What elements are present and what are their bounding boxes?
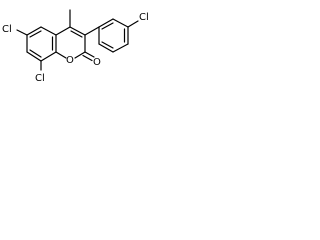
bond-o1-c8a (55, 51, 67, 59)
bond-c6-cl (16, 29, 28, 36)
double-bond-c7-c8 (29, 49, 42, 58)
chemical-structure-diagram: Cl Cl Cl O O (2, 9, 149, 84)
bond-ph5-ph6 (98, 43, 114, 53)
atom-cl-8: Cl (35, 73, 45, 84)
structure-canvas: Cl Cl Cl O O (0, 0, 175, 98)
bond-ph1-ph2 (98, 18, 114, 28)
bond-c5-c6 (26, 26, 42, 36)
double-bond-ph1-ph2 (101, 22, 114, 30)
bond-c2-o1 (74, 51, 86, 59)
bond-c4a-c5 (40, 26, 57, 36)
benzo-ring (26, 26, 57, 62)
substituent-bonds (16, 9, 100, 71)
atom-cl-6: Cl (2, 24, 12, 35)
bond-c4a-c4 (55, 26, 71, 36)
double-bond-c3-c4 (70, 30, 83, 38)
bond-c7-c8 (26, 51, 42, 62)
atom-o-ring: O (66, 55, 74, 66)
bond-ph2-ph3 (112, 18, 129, 28)
double-bond-c5-c6 (29, 30, 42, 38)
atom-labels: Cl Cl Cl O O (2, 12, 149, 84)
chlorophenyl-ring (98, 18, 139, 53)
bond-c2-carbonyl-a (84, 51, 95, 58)
double-bond-ph5-ph6 (101, 41, 114, 49)
bond-ph4-ph5 (112, 43, 129, 53)
atom-cl-3prime: Cl (139, 12, 149, 23)
bond-c4-c3 (69, 26, 86, 36)
atom-o-carbonyl: O (93, 57, 101, 68)
bond-c2-carbonyl-b (82, 54, 93, 62)
bond-ph3-cl (127, 20, 139, 28)
pyranone-ring (55, 26, 86, 59)
bond-c8-c8a (40, 51, 57, 62)
bond-c3-aryl (84, 26, 100, 36)
